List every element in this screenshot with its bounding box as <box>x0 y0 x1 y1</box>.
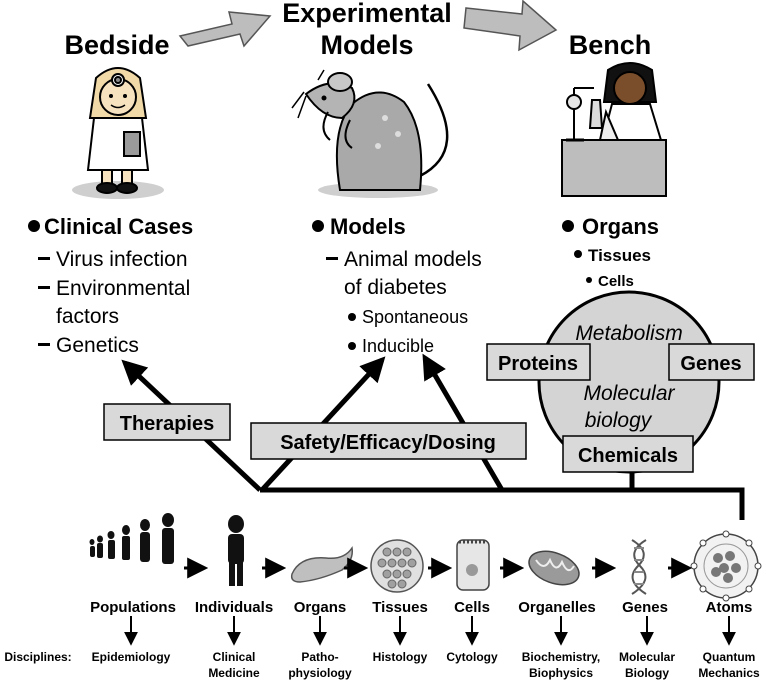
bedside-list: Clinical Cases Virus infection Environme… <box>28 214 193 357</box>
chemicals-box: Chemicals <box>578 445 678 467</box>
bench-title: Bench <box>569 30 652 60</box>
discipline-molbio-line1: Molecular <box>619 650 675 664</box>
bedside-item-environmental: Environmental <box>56 277 190 300</box>
mouse-icon <box>291 69 449 198</box>
models-item-animal: Animal models <box>344 248 482 271</box>
organs-heading: Organs <box>582 214 659 239</box>
bedside-title: Bedside <box>64 30 169 60</box>
scale-label-organelles: Organelles <box>518 599 596 616</box>
organelle-mitochondrion-icon <box>528 550 580 586</box>
molecular-label-line1: Molecular <box>583 382 675 405</box>
bench-list: Organs Tissues Cells <box>562 214 659 290</box>
disciplines-label: Disciplines: <box>4 650 71 664</box>
discipline-epidemiology: Epidemiology <box>92 650 171 664</box>
organ-pancreas-icon <box>290 546 354 583</box>
populations-icon <box>89 513 174 564</box>
scale-label-organs: Organs <box>294 599 347 616</box>
scale-label-genes: Genes <box>622 599 668 616</box>
block-arrow-left <box>178 11 272 48</box>
discipline-quantum-line1: Quantum <box>703 650 756 664</box>
scale-labels: Populations Individuals Organs Tissues C… <box>90 599 752 616</box>
models-list: Models Animal models of diabetes Spontan… <box>312 214 482 356</box>
therapies-box: Therapies <box>120 413 214 435</box>
tissue-icon <box>370 539 424 593</box>
molecular-label-line2: biology <box>585 409 653 432</box>
individual-icon <box>228 515 244 586</box>
discipline-histology: Histology <box>373 650 428 664</box>
bedside-item-factors: factors <box>56 305 119 328</box>
genes-box: Genes <box>680 353 741 375</box>
discipline-patho-line1: Patho- <box>301 650 338 664</box>
discipline-cytology: Cytology <box>446 650 498 664</box>
proteins-box: Proteins <box>498 353 578 375</box>
bench-sub-tissues: Tissues <box>588 246 651 265</box>
scientist-at-bench-icon <box>561 62 667 197</box>
bedside-item-virus: Virus infection <box>56 248 188 271</box>
discipline-patho-line2: physiology <box>288 666 352 680</box>
discipline-molbio-line2: Biology <box>625 666 669 680</box>
cell-icon <box>456 539 490 591</box>
bench-sub-cells: Cells <box>598 273 634 290</box>
main-feedback-line <box>260 487 745 520</box>
block-arrow-right <box>463 0 558 52</box>
scale-label-atoms: Atoms <box>706 599 753 616</box>
scale-label-tissues: Tissues <box>372 599 428 616</box>
discipline-clinical-line2: Medicine <box>208 666 260 680</box>
clinical-cases-heading: Clinical Cases <box>44 214 193 239</box>
metabolism-label: Metabolism <box>575 322 682 345</box>
scale-label-individuals: Individuals <box>195 599 273 616</box>
models-sub-inducible: Inducible <box>362 336 434 356</box>
gene-dna-icon <box>631 539 647 595</box>
models-sub-spontaneous: Spontaneous <box>362 307 468 327</box>
molecular-circle: Metabolism Molecular biology Proteins Ge… <box>486 290 755 474</box>
discipline-biochem-line2: Biophysics <box>529 666 593 680</box>
scale-label-cells: Cells <box>454 599 490 616</box>
models-item-diabetes: of diabetes <box>344 276 447 299</box>
arrow-labels: Therapies Safety/Efficacy/Dosing <box>103 403 527 460</box>
discipline-biochem-line1: Biochemistry, <box>522 650 600 664</box>
header: Bedside Experimental Models Bench <box>64 0 651 60</box>
discipline-arrows <box>124 616 736 646</box>
models-heading: Models <box>330 214 406 239</box>
scale-label-populations: Populations <box>90 599 176 616</box>
nurse-icon <box>72 67 164 199</box>
experimental-title-line2: Models <box>320 30 413 60</box>
safety-efficacy-dosing-box: Safety/Efficacy/Dosing <box>280 432 496 454</box>
discipline-quantum-line2: Mechanics <box>698 666 760 680</box>
disciplines-row: Disciplines: Epidemiology Clinical Medic… <box>4 650 760 680</box>
atom-icon <box>690 530 762 602</box>
experimental-title-line1: Experimental <box>282 0 452 28</box>
scale-icons <box>89 513 762 602</box>
bedside-item-genetics: Genetics <box>56 334 139 357</box>
discipline-clinical-line1: Clinical <box>213 650 256 664</box>
